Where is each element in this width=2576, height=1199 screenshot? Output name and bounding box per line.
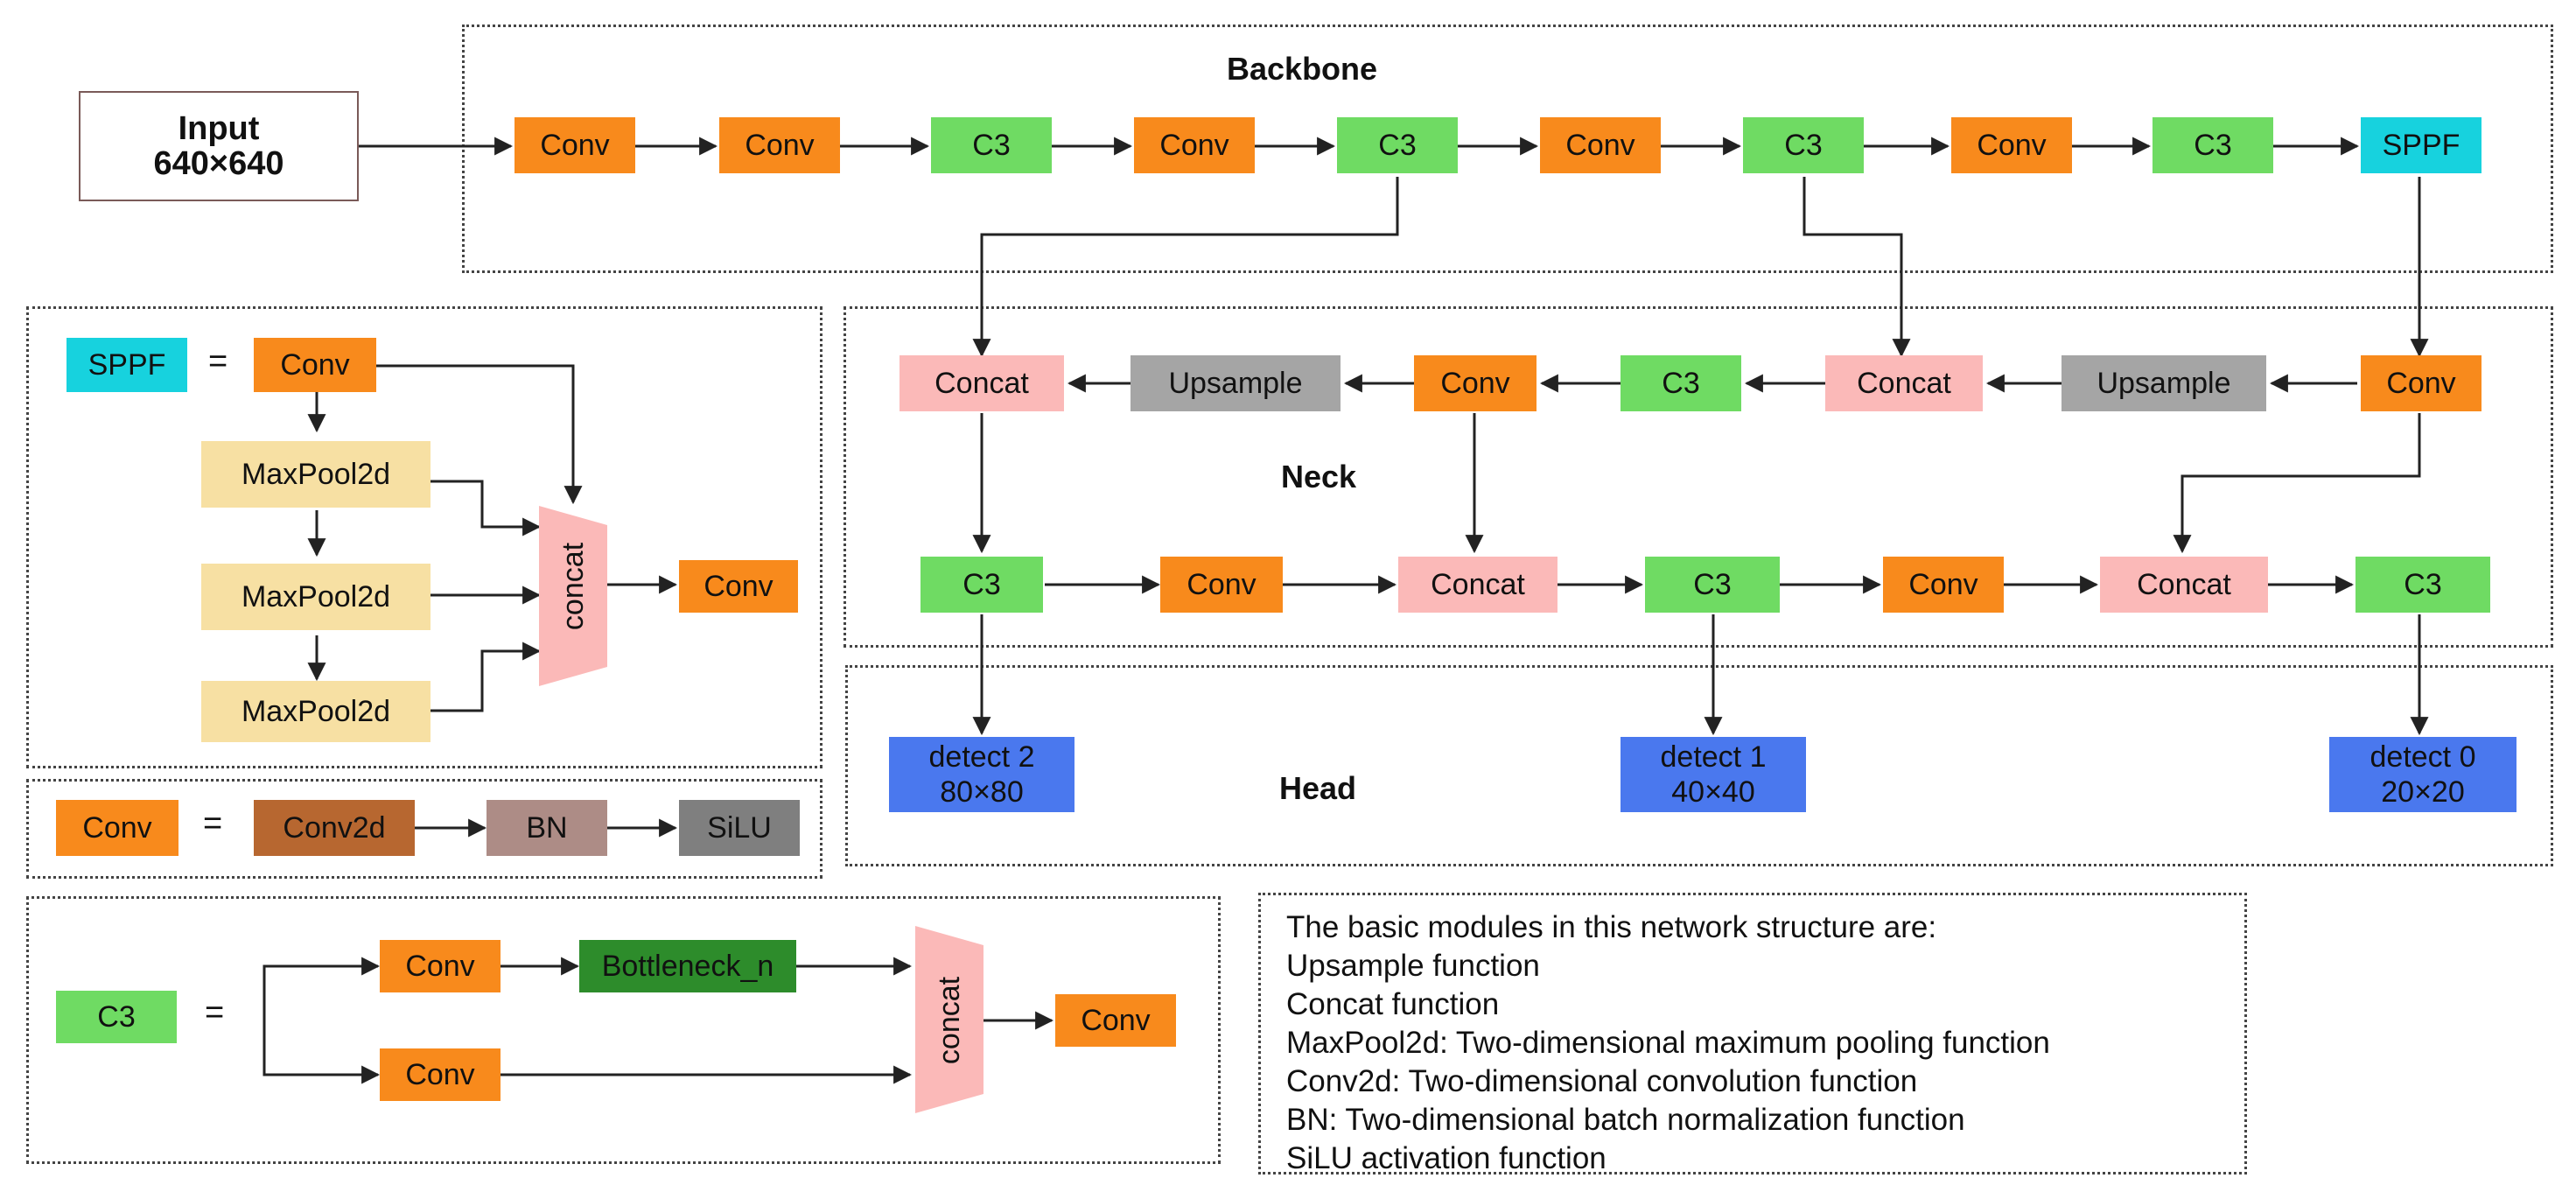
- legend-line: SiLU activation function: [1286, 1141, 1606, 1175]
- legend-line: Upsample function: [1286, 949, 1540, 983]
- neck-c3-bottom-2: C3: [1645, 557, 1780, 613]
- neck-c3-top: C3: [1620, 355, 1741, 411]
- neck-title: Neck: [1281, 459, 1357, 494]
- c3-definition-region: [26, 896, 1221, 1164]
- legend-text: The basic modules in this network struct…: [1286, 908, 2231, 1178]
- detect-0-box: detect 0 20×20: [2329, 737, 2516, 812]
- backbone-sppf: SPPF: [2361, 117, 2482, 173]
- detect-0-size: 20×20: [2381, 775, 2465, 809]
- sppf-concat-label: concat: [556, 542, 590, 631]
- backbone-title: Backbone: [1227, 51, 1378, 87]
- c3-conv-bottom: Conv: [380, 1048, 500, 1101]
- legend-line: MaxPool2d: Two-dimensional maximum pooli…: [1286, 1026, 2050, 1060]
- sppf-concat-trapezoid: [539, 506, 607, 686]
- neck-conv-top-right: Conv: [2361, 355, 2482, 411]
- neck-upsample-left: Upsample: [1130, 355, 1340, 411]
- head-title: Head: [1279, 770, 1357, 806]
- sppf-maxpool-1: MaxPool2d: [201, 441, 430, 508]
- detect-1-box: detect 1 40×40: [1620, 737, 1806, 812]
- backbone-conv-1: Conv: [514, 117, 635, 173]
- conv-def-conv2d: Conv2d: [254, 800, 415, 856]
- legend-region: [1258, 893, 2247, 1174]
- c3-equals: =: [205, 994, 225, 1031]
- sppf-maxpool-2: MaxPool2d: [201, 564, 430, 630]
- detect-2-size: 80×80: [940, 775, 1024, 809]
- c3-bottleneck: Bottleneck_n: [579, 940, 796, 992]
- c3-concat-label: concat: [932, 976, 966, 1065]
- sppf-conv-in: Conv: [254, 338, 376, 392]
- detect-2-box: detect 2 80×80: [889, 737, 1074, 812]
- c3-def-label: C3: [56, 991, 177, 1043]
- conv-def-label: Conv: [56, 800, 178, 856]
- backbone-c3-3: C3: [1743, 117, 1864, 173]
- backbone-conv-5: Conv: [1951, 117, 2072, 173]
- backbone-c3-1: C3: [931, 117, 1052, 173]
- input-label: Input: [178, 110, 260, 147]
- neck-conv-bottom-2: Conv: [1883, 557, 2004, 613]
- backbone-c3-4: C3: [2152, 117, 2273, 173]
- neck-region: [844, 306, 2553, 648]
- sppf-conv-out: Conv: [679, 560, 798, 613]
- head-region: [845, 665, 2553, 866]
- neck-concat-top-left: Concat: [900, 355, 1064, 411]
- neck-conv-bottom-1: Conv: [1160, 557, 1283, 613]
- detect-2-label: detect 2: [928, 740, 1035, 774]
- neck-concat-top-right: Concat: [1825, 355, 1983, 411]
- legend-line: The basic modules in this network struct…: [1286, 910, 1937, 944]
- neck-upsample-right: Upsample: [2062, 355, 2266, 411]
- input-box: Input 640×640: [79, 91, 359, 201]
- sppf-definition-region: [26, 306, 822, 768]
- detect-1-label: detect 1: [1660, 740, 1767, 774]
- conv-equals: =: [203, 805, 223, 842]
- backbone-region: [462, 25, 2553, 273]
- backbone-c3-2: C3: [1337, 117, 1458, 173]
- neck-c3-bottom-1: C3: [920, 557, 1043, 613]
- sppf-equals: =: [208, 343, 228, 380]
- backbone-conv-2: Conv: [719, 117, 840, 173]
- c3-conv-out: Conv: [1055, 994, 1176, 1047]
- legend-line: BN: Two-dimensional batch normalization …: [1286, 1103, 1965, 1137]
- sppf-def-label: SPPF: [66, 338, 187, 392]
- input-size: 640×640: [153, 145, 284, 182]
- neck-c3-bottom-3: C3: [2356, 557, 2490, 613]
- neck-conv-top-left: Conv: [1414, 355, 1536, 411]
- backbone-conv-4: Conv: [1540, 117, 1661, 173]
- neck-concat-bottom-2: Concat: [2100, 557, 2268, 613]
- backbone-conv-3: Conv: [1134, 117, 1255, 173]
- conv-definition-region: [26, 779, 822, 879]
- detect-1-size: 40×40: [1671, 775, 1755, 809]
- c3-concat-trapezoid: [915, 926, 984, 1113]
- c3-conv-top: Conv: [380, 940, 500, 992]
- conv-def-silu: SiLU: [679, 800, 800, 856]
- legend-line: Concat function: [1286, 987, 1500, 1021]
- detect-0-label: detect 0: [2370, 740, 2476, 774]
- neck-concat-bottom-1: Concat: [1398, 557, 1558, 613]
- sppf-maxpool-3: MaxPool2d: [201, 681, 430, 742]
- legend-line: Conv2d: Two-dimensional convolution func…: [1286, 1064, 1918, 1098]
- conv-def-bn: BN: [486, 800, 607, 856]
